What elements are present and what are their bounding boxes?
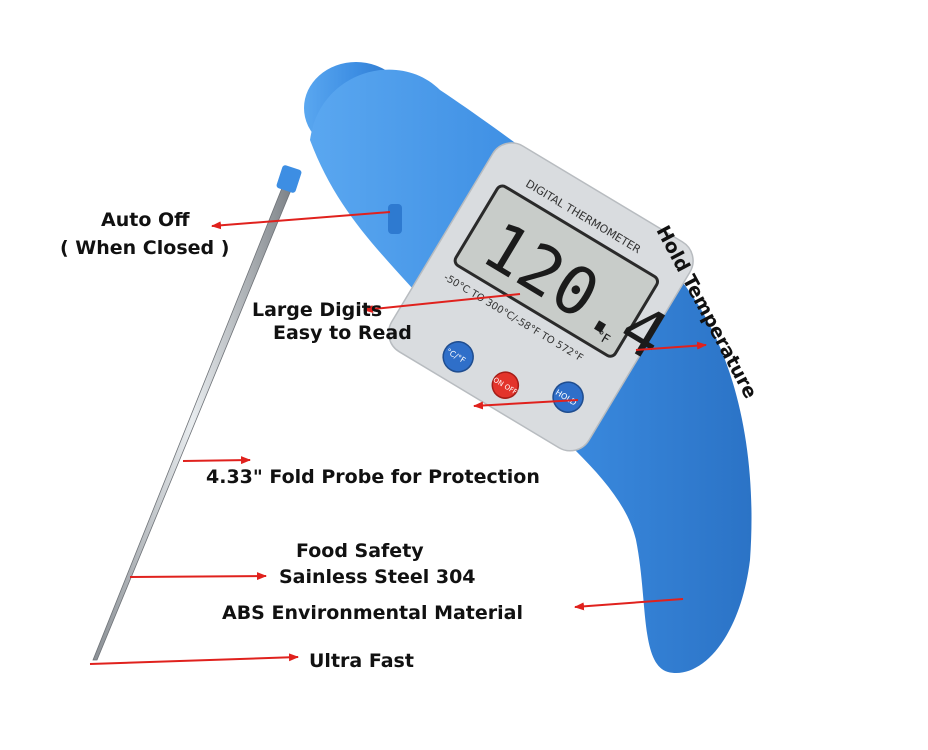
arrow-abs — [574, 598, 684, 611]
label-large-digits-line1: Large Digits — [252, 299, 382, 321]
label-ultra-fast: Ultra Fast — [309, 650, 414, 672]
on-off-button[interactable] — [487, 367, 523, 403]
label-fold-probe: 4.33" Fold Probe for Protection — [206, 466, 540, 488]
probe-collar — [276, 165, 302, 193]
label-auto-off-line1: Auto Off — [101, 209, 190, 231]
auto-off-switch — [388, 204, 402, 234]
label-auto-off-line2: ( When Closed ) — [60, 237, 229, 259]
label-large-digits-line2: Easy to Read — [273, 322, 412, 344]
arrow-hold — [635, 341, 707, 351]
cf-button[interactable] — [438, 336, 479, 377]
arrow-ultra-fast — [89, 653, 299, 665]
label-abs-material: ABS Environmental Material — [222, 602, 523, 624]
arrow-large-digits — [363, 293, 521, 314]
arrow-steel — [129, 572, 267, 581]
lcd-unit: °F — [593, 328, 613, 348]
label-food-safety-line2: Sainless Steel 304 — [279, 566, 476, 588]
faceplate: 120.4 °F DIGITAL THERMOMETER -50°C TO 30… — [387, 142, 694, 452]
lcd-screen — [453, 184, 660, 358]
arrow-fold-probe — [182, 456, 251, 465]
arrow-auto-off — [211, 211, 391, 230]
arrow-cf — [473, 399, 579, 410]
hold-button[interactable] — [548, 377, 589, 418]
label-food-safety-line1: Food Safety — [296, 540, 424, 562]
